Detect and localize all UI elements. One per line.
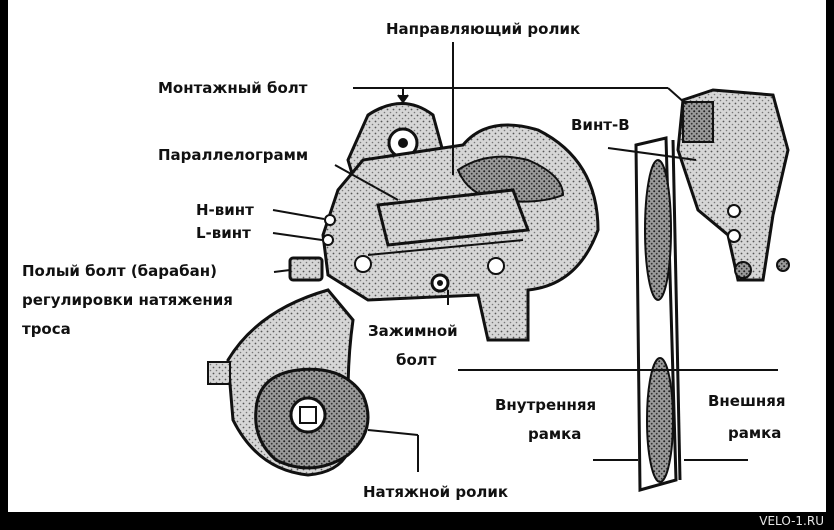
h-screw-label: Н-винт — [196, 201, 254, 219]
barrel-adjuster-label-line1: Полый болт (барабан) — [22, 262, 217, 280]
derailleur-illustration — [207, 42, 790, 492]
barrel-adjuster — [288, 256, 324, 282]
tension-pulley-label: Натяжной ролик — [363, 483, 509, 501]
mounting-bolt-label: Монтажный болт — [158, 79, 308, 97]
h-screw-head — [324, 214, 336, 226]
outer-frame-label-line2: рамка — [728, 424, 782, 442]
l-screw-label: L-винт — [196, 224, 251, 242]
watermark: VELO-1.RU — [759, 514, 824, 528]
derailleur-rear-view — [634, 88, 790, 492]
lower-pulley-rear — [646, 357, 674, 483]
b-screw — [682, 101, 714, 143]
b-screw-label: Винт-В — [571, 116, 630, 134]
leader-lines — [272, 42, 778, 472]
derailleur-side-view — [207, 102, 600, 477]
inner-frame-cage — [634, 136, 678, 492]
parallelogram-plate — [376, 188, 531, 247]
tension-pulley — [254, 367, 370, 470]
clamp-bolt-label-line1: Зажимной — [368, 322, 458, 340]
inner-frame-label-line1: Внутренняя — [495, 396, 597, 414]
parallelogram-label: Параллелограмм — [158, 146, 309, 164]
guide-pulley-label: Направляющий ролик — [386, 20, 581, 38]
clamp-bolt-label-line2: болт — [396, 351, 437, 369]
diagram-canvas: Направляющий ролик Монтажный болт Винт-В… — [8, 0, 826, 512]
barrel-adjuster-label-line2: регулировки натяжения — [22, 291, 233, 309]
inner-frame-label-line2: рамка — [528, 425, 582, 443]
barrel-adjuster-label-line3: троса — [22, 320, 71, 338]
l-screw-head — [322, 234, 334, 246]
upper-pulley-rear — [644, 159, 672, 301]
outer-frame-label-line1: Внешняя — [708, 392, 786, 410]
